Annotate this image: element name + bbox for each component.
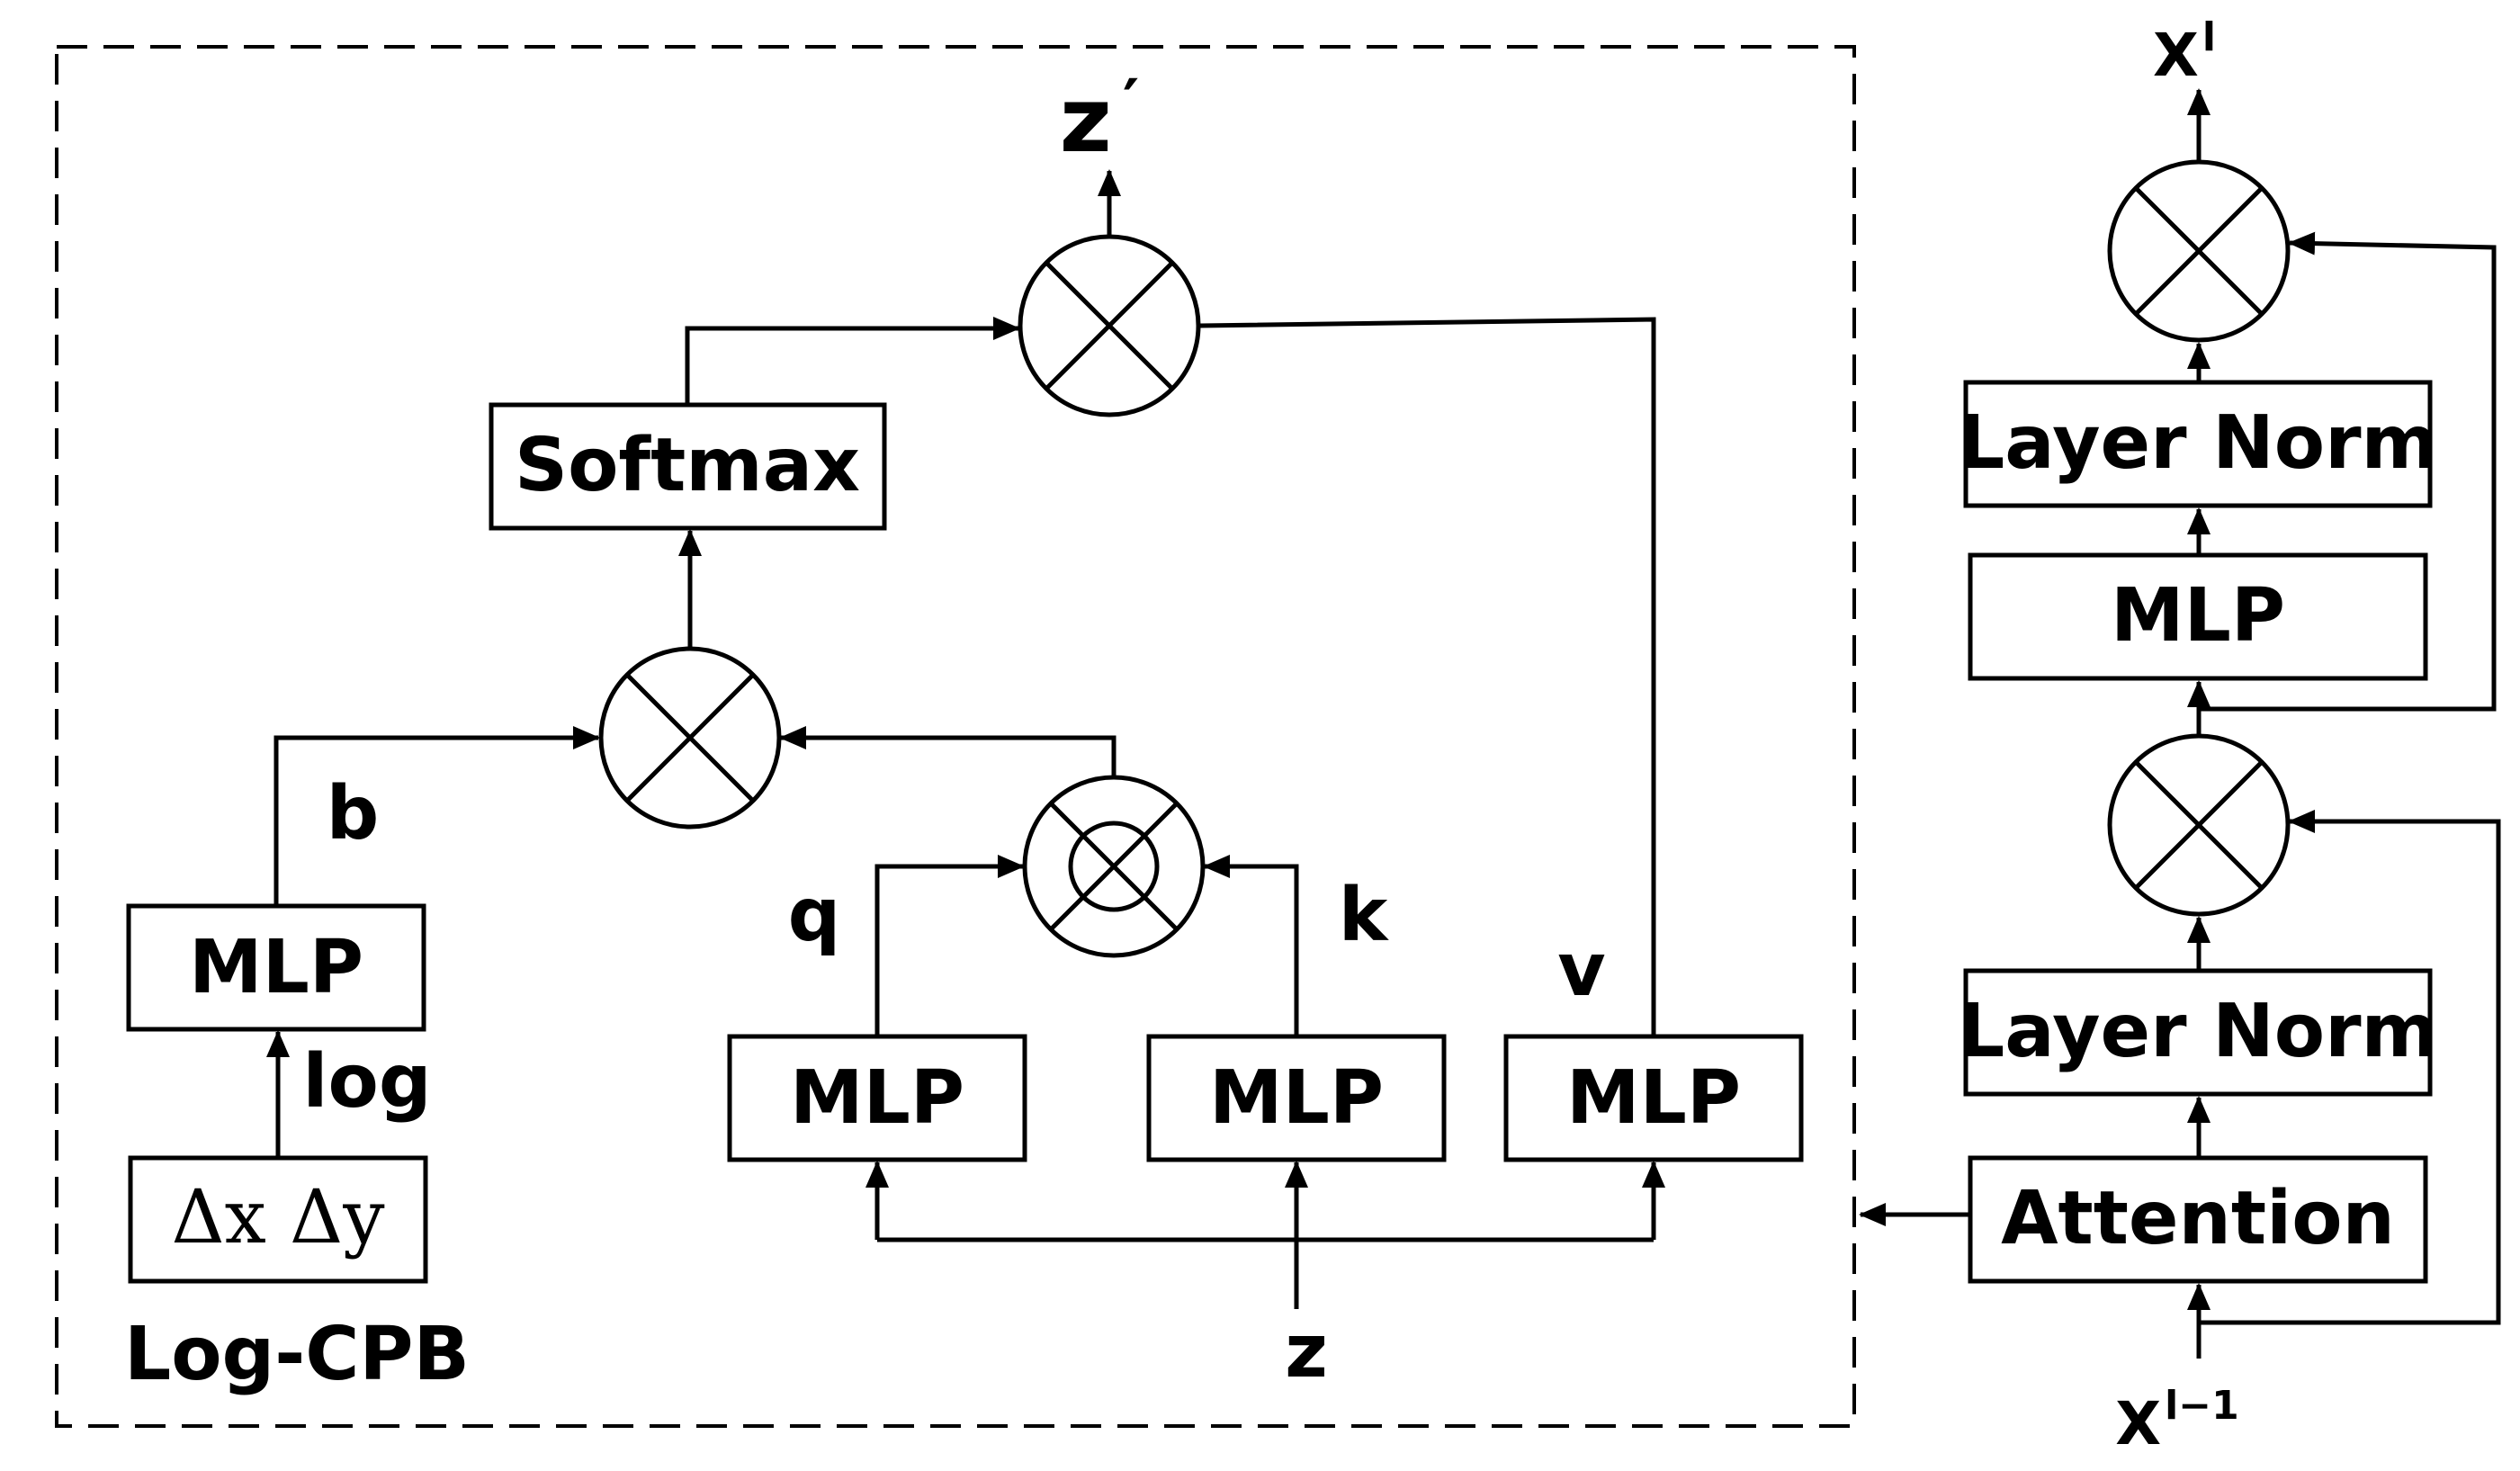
mlp-v-label: MLP	[1566, 1055, 1741, 1141]
attention-detail-frame	[55, 45, 1856, 1428]
softmax-label: Softmax	[515, 423, 860, 508]
mlp-q-block: MLP	[727, 1034, 1027, 1162]
left-panel-connectors	[266, 169, 1665, 1309]
output-multiply-operator	[1018, 234, 1201, 417]
mlp-k-block: MLP	[1146, 1034, 1447, 1162]
q-label: q	[788, 873, 841, 958]
v-label: v	[1557, 928, 1605, 1013]
delta-coords-block: Δx Δy	[128, 1155, 428, 1284]
layer-norm-top-label: Layer Norm	[1958, 400, 2438, 486]
log-label: log	[302, 1039, 431, 1125]
output-x-label: Xl	[2153, 14, 2216, 90]
input-x-label: Xl−1	[2115, 1383, 2238, 1458]
k-label: k	[1339, 873, 1390, 958]
b-label: b	[327, 771, 380, 857]
mlp-q-label: MLP	[790, 1055, 964, 1141]
bias-multiply-operator	[598, 646, 782, 830]
residual-multiply-top	[2107, 159, 2291, 343]
qk-product-operator	[1022, 775, 1206, 958]
mlp-bias-block: MLP	[126, 903, 426, 1032]
mlp-v-block: MLP	[1503, 1034, 1804, 1162]
delta-coords-label: Δx Δy	[171, 1175, 385, 1260]
mlp-bias-label: MLP	[189, 925, 363, 1010]
right-panel-connectors	[1859, 88, 2501, 1359]
layer-norm-bottom-label: Layer Norm	[1958, 989, 2438, 1074]
mlp-right-block: MLP	[1968, 552, 2428, 681]
attention-block: Attention	[1968, 1155, 2428, 1284]
layer-norm-bottom-block: Layer Norm	[1958, 968, 2438, 1097]
log-cpb-label: Log-CPB	[124, 1312, 470, 1397]
z-input-label: z	[1285, 1309, 1328, 1395]
z-prime-label: z′	[1060, 66, 1140, 173]
attention-label: Attention	[2001, 1176, 2395, 1261]
mlp-k-label: MLP	[1209, 1055, 1384, 1141]
softmax-block: Softmax	[489, 402, 887, 531]
residual-multiply-bottom	[2107, 733, 2291, 917]
layer-norm-top-block: Layer Norm	[1958, 380, 2438, 508]
mlp-right-label: MLP	[2111, 573, 2285, 659]
